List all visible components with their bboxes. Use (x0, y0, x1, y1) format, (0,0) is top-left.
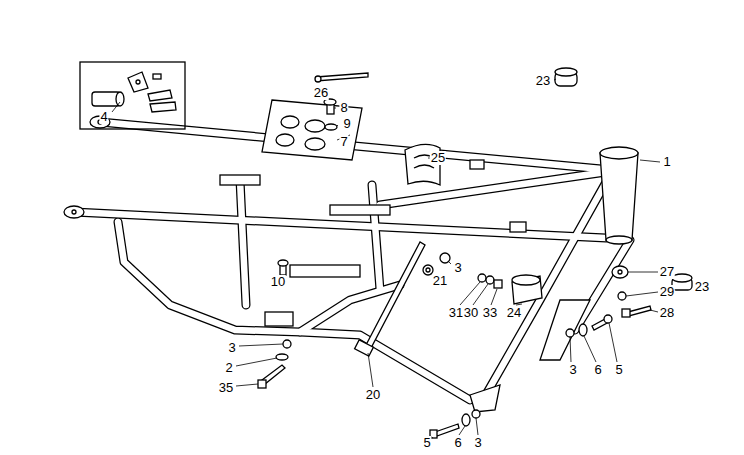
callout-number: 3 (568, 363, 577, 377)
callout-number: 9 (342, 117, 351, 131)
callout-number: 20 (365, 388, 381, 402)
callout-number: 29 (659, 285, 675, 299)
callout-number: 3 (473, 436, 482, 450)
callout-number: 35 (218, 381, 234, 395)
callout-number: 33 (482, 306, 498, 320)
callout-number: 23 (694, 280, 710, 294)
callout-number: 2 (224, 361, 233, 375)
callout-number: 27 (659, 265, 675, 279)
callout-number: 5 (614, 363, 623, 377)
callout-number: 4 (99, 110, 108, 124)
callout-number: 24 (506, 306, 522, 320)
callout-number: 31 (448, 306, 464, 320)
callout-number: 7 (339, 135, 348, 149)
callout-number: 25 (430, 151, 446, 165)
callout-number: 5 (422, 436, 431, 450)
callout-number: 6 (593, 363, 602, 377)
callout-number: 3 (227, 341, 236, 355)
callout-number: 10 (270, 275, 286, 289)
callout-number: 26 (313, 86, 329, 100)
callout-number: 8 (339, 101, 348, 115)
callout-number: 30 (463, 306, 479, 320)
callout-number: 1 (662, 155, 671, 169)
callout-number: 28 (659, 306, 675, 320)
callout-number: 6 (453, 436, 462, 450)
callout-number: 21 (432, 274, 448, 288)
callout-number: 3 (453, 261, 462, 275)
callout-number: 23 (535, 74, 551, 88)
